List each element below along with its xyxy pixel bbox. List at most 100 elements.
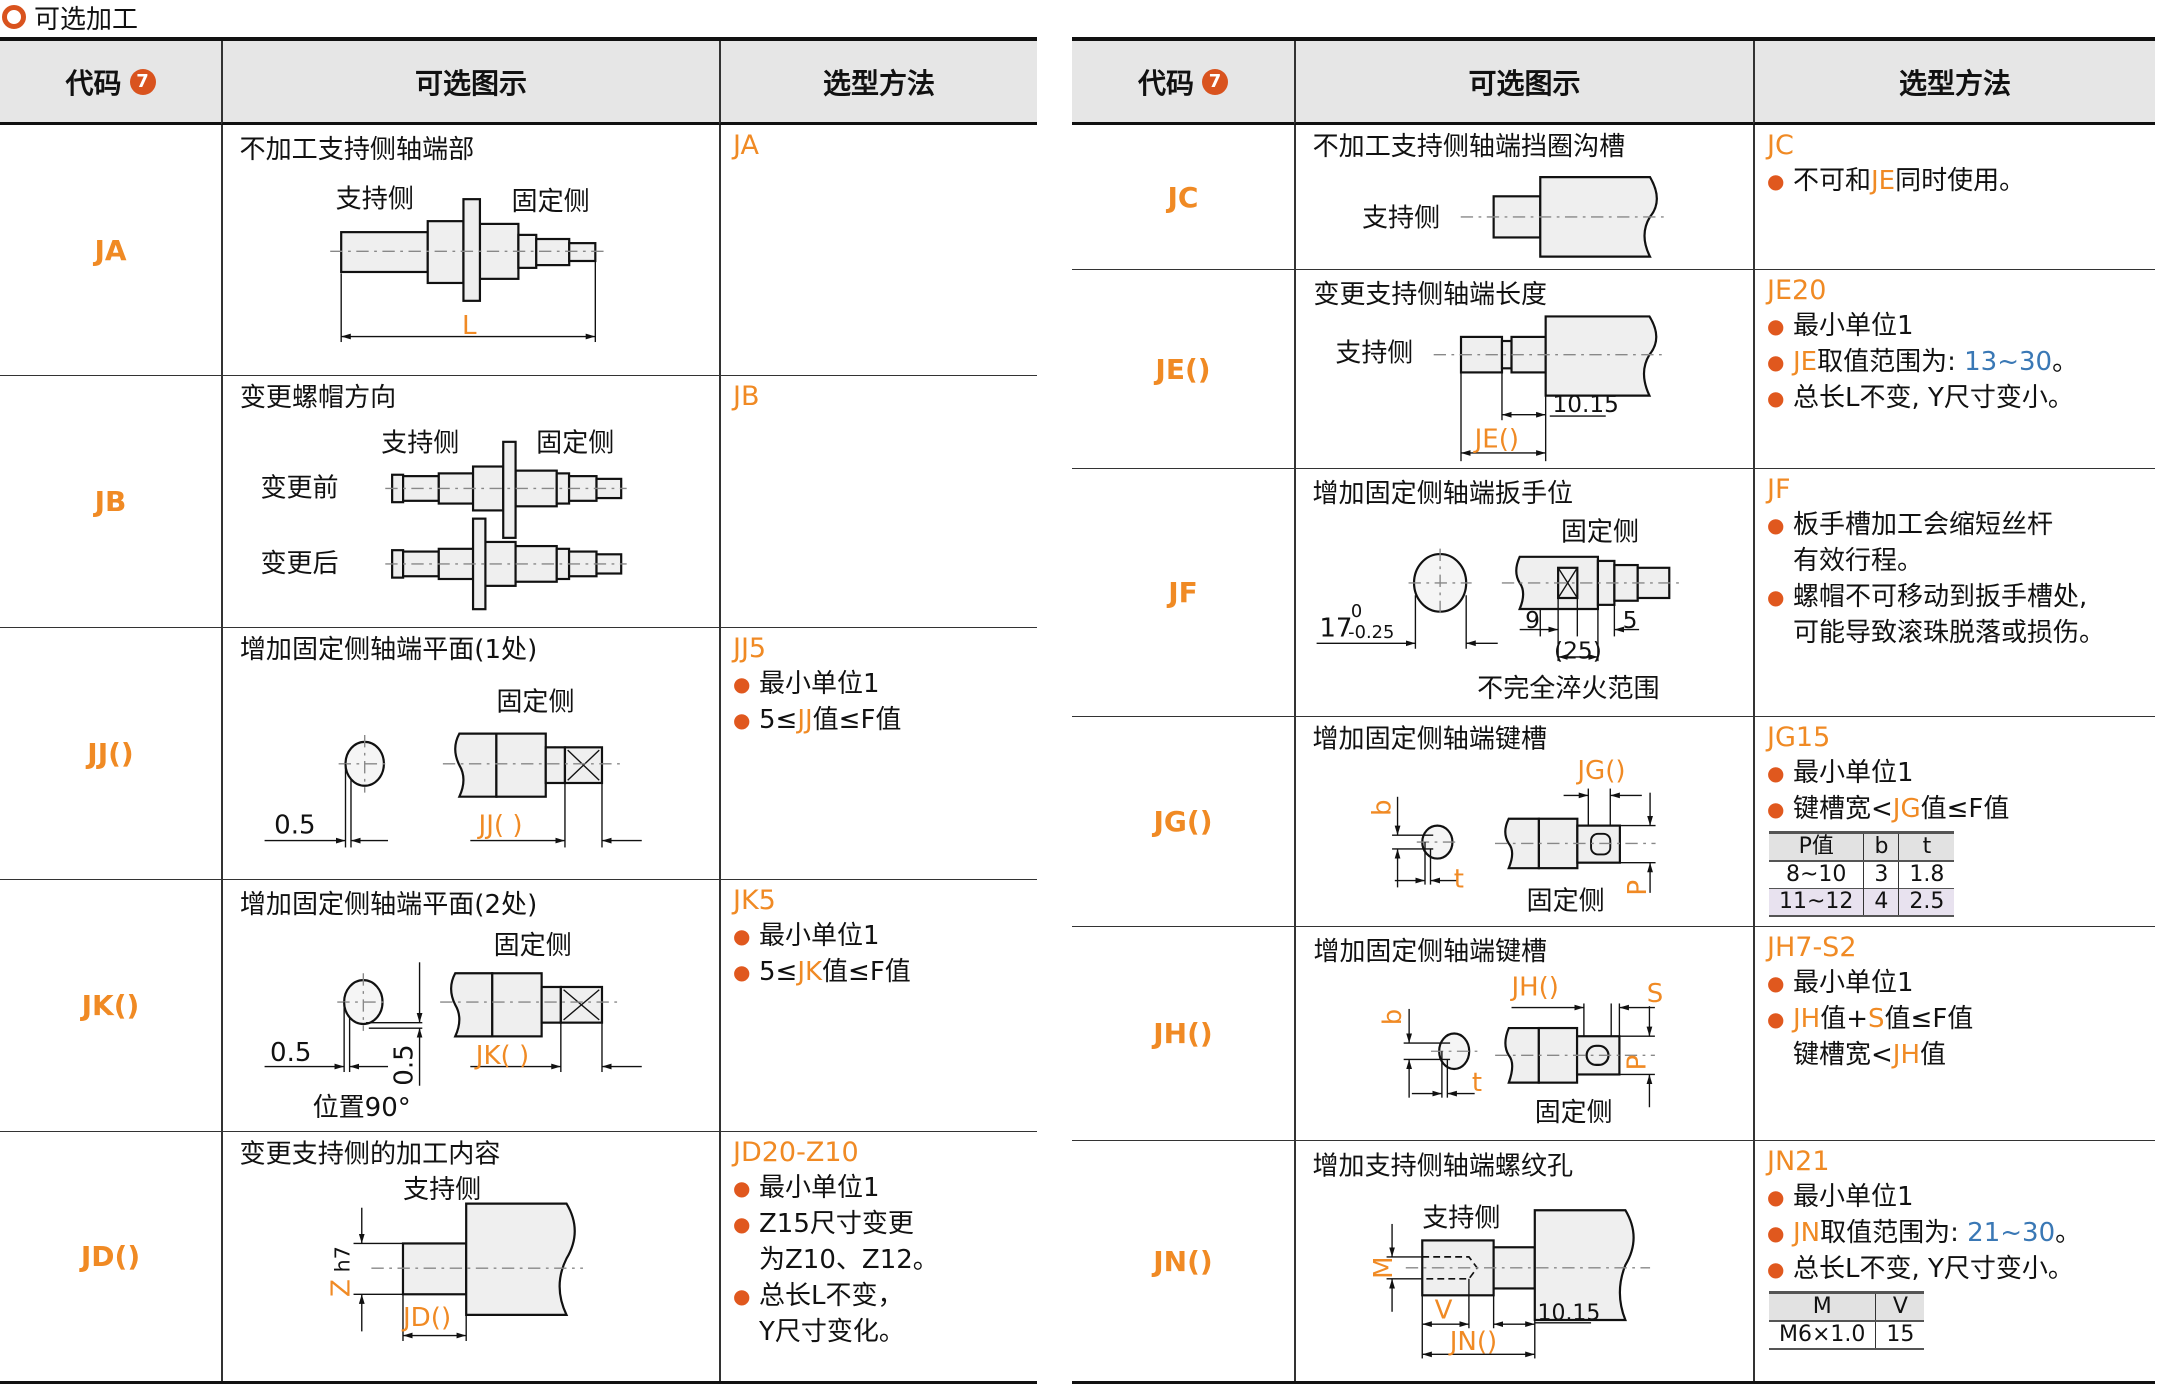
shaft-diagram-jb: 变更螺帽方向 支持侧 固定侧 变更前 变更后 [240,383,627,611]
bullet-dot-icon: ● [1767,1257,1785,1281]
method-code: JB [733,381,760,412]
bullet-dot-icon: ● [733,1284,751,1308]
label-tol-upper: 0 [1351,601,1362,622]
label-dim-vertical: 0.5 [390,1044,420,1085]
badge-7: 7 [129,68,156,95]
spec-table-cell: 15 [1875,1321,1925,1349]
method-line: ● 螺帽不可移动到扳手槽处, 可能导致滚珠脱落或损伤。 [1767,579,2143,651]
label-t: t [1454,864,1464,894]
label-fixed: 固定侧 [496,687,574,717]
shaft-diagram-je: 变更支持侧轴端长度 支持侧 10.15 JE() [1314,280,1666,462]
method-line: ● 总长L不变， Y尺寸变化。 [733,1278,1025,1350]
text-part: 最小单位1 [759,921,880,951]
method-text: 最小单位1 [1793,1179,1914,1215]
diagram-cell-jj: 增加固定侧轴端平面(1处) 固定侧 0.5 JJ( ) [221,628,719,880]
bullet-dot-icon: ● [1767,761,1785,785]
code-cell: JE() [1072,270,1294,469]
header-code-label: 代码 [65,66,122,100]
bullet-dot-icon: ● [1767,1007,1785,1031]
header-method: 选型方法 [1753,41,2155,125]
method-text: 总长L不变， Y尺寸变化。 [759,1278,905,1350]
label-support: 支持侧 [336,184,414,214]
code-cell: JN() [1153,1244,1213,1278]
method-text: 最小单位1 [759,666,880,702]
diagram-title: 增加固定侧轴端平面(1处) [240,635,537,665]
code-highlight: S [1868,1004,1885,1034]
bullet-dot-icon: ● [1767,797,1785,821]
spec-table-cell: 2.5 [1898,888,1955,916]
code-cell: JK() [0,880,221,1132]
spec-table-cell: V [1875,1292,1925,1322]
diagram-title: 变更支持侧轴端长度 [1314,280,1547,310]
section-title-text: 可选加工 [34,4,139,35]
method-code: JJ5 [733,633,767,664]
bullet-dot-icon: ● [1767,513,1785,537]
label-support: 支持侧 [1335,338,1413,368]
label-dim: 10.15 [1552,391,1618,418]
diagram-cell-ja: 不加工支持侧轴端部 支持侧 固定侧 L [221,125,719,376]
method-line: ●总长L不变, Y尺寸变小。 [1767,1251,2143,1287]
label-jn: JN() [1448,1327,1498,1357]
text-part: 值≤F值 [822,957,911,987]
text-part: 值≤F值 [1884,1004,1974,1034]
text-part: 取值范围为: [1817,347,1965,377]
header-method: 选型方法 [719,41,1037,125]
code-cell: JB [0,376,221,628]
method-text: JH值+S值≤F值 [1793,1001,1973,1037]
shaft-diagram-jj: 增加固定侧轴端平面(1处) 固定侧 0.5 JJ( ) [240,635,642,848]
diagram-title: 增加支持侧轴端螺纹孔 [1312,1152,1573,1182]
label-fixed: 固定侧 [536,428,614,458]
label-support: 支持侧 [381,428,459,458]
diagram-title: 增加固定侧轴端扳手位 [1312,479,1573,509]
label-fixed: 固定侧 [494,931,572,961]
method-line: ●最小单位1 [1767,755,2143,791]
method-line: ●5≤JK值≤F值 [733,954,1025,990]
label-dim: 0.5 [274,811,315,841]
code-cell: JD() [80,1240,141,1273]
label-m: M [1369,1256,1399,1279]
label-support: 支持侧 [403,1175,481,1205]
method-line: ● 最小单位1 [1767,1179,2143,1215]
spec-table-cell: 11~12 [1769,888,1864,916]
method-text: 螺帽不可移动到扳手槽处, 可能导致滚珠脱落或损伤。 [1793,579,2105,651]
header-diagram: 可选图示 [221,41,719,125]
text-part: 键槽宽< [1793,794,1893,824]
label-position: 位置90° [313,1093,411,1123]
shaft-diagram-jd: 变更支持侧的加工内容 支持侧 Z h7 JD() [239,1139,583,1341]
label-jh: JH() [1510,972,1559,1002]
label-jk: JK( ) [474,1041,529,1071]
shaft-diagram-jf: 增加固定侧轴端扳手位 固定侧 17 0 -0.25 9 5 (25) 不完全淬火… [1312,479,1683,704]
section-title: 可选加工 [2,0,139,35]
text-part: 最小单位1 [1793,1182,1914,1212]
bullet-dot-icon: ● [1767,1185,1785,1209]
label-b: b [1368,799,1398,816]
method-text: 5≤JJ值≤F值 [759,702,901,738]
diagram-title: 不加工支持侧轴端部 [240,135,475,165]
code-highlight: JN [1793,1218,1821,1248]
text-part: 最小单位1 [1793,311,1914,341]
bullet-dot-icon: ● [1767,971,1785,995]
label-dim: 0.5 [270,1038,311,1068]
text-part: 。 [2055,1218,2082,1248]
method-code: JF [1767,474,1791,505]
label-before: 变更前 [260,474,338,504]
code-cell: JF [1072,469,1294,717]
code-highlight: JE [1871,166,1896,196]
method-cell: JK5●最小单位1●5≤JK值≤F值 [719,880,1037,1132]
method-code: JE20 [1767,275,1827,306]
label-fixed: 固定侧 [512,187,590,217]
method-cell: JB [719,376,1037,628]
bullet-dot-icon: ● [1767,585,1785,609]
label-s: S [1647,979,1663,1009]
shaft-diagram-jn: 增加支持侧轴端螺纹孔 支持侧 M V 10.15 JN() [1312,1152,1651,1359]
method-text: 总长L不变, Y尺寸变小。 [1793,380,2074,416]
spec-table-cell: M [1769,1292,1876,1322]
method-cell: JN21●最小单位1●JN取值范围为: 21~30。●总长L不变, Y尺寸变小。… [1753,1141,2155,1381]
diagram-cell-jn: 增加支持侧轴端螺纹孔 支持侧 M V 10.15 JN() [1294,1141,1753,1381]
method-code: JG15 [1767,722,1831,753]
